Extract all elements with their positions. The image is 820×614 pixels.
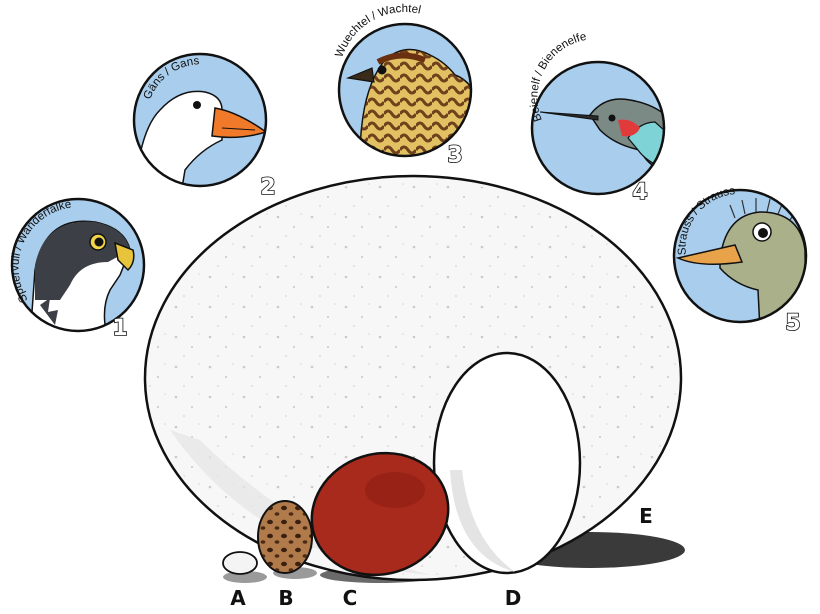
egg-label-c: C bbox=[342, 586, 358, 610]
bird-number-3: 3 bbox=[447, 143, 464, 168]
egg-b-spots bbox=[259, 502, 311, 572]
bird-number-5: 5 bbox=[785, 311, 802, 336]
bird-portrait-2-goose bbox=[132, 52, 268, 188]
bird-number-2: 2 bbox=[260, 175, 277, 200]
egg-c-mottling bbox=[365, 472, 425, 508]
egg-a-hummingbird bbox=[222, 551, 258, 575]
bird-number-1: 1 bbox=[112, 316, 129, 341]
bird-portrait-1-falcon bbox=[10, 197, 146, 333]
egg-label-e: E bbox=[639, 504, 653, 528]
bird-portrait-3-quail bbox=[337, 22, 473, 158]
bird-portrait-4-hummingbird bbox=[530, 60, 666, 196]
egg-label-a: A bbox=[230, 586, 246, 610]
egg-label-b: B bbox=[278, 586, 294, 610]
egg-d-goose bbox=[432, 351, 582, 575]
bird-portrait-5-ostrich bbox=[672, 188, 808, 324]
egg-d-shading bbox=[450, 470, 515, 572]
egg-label-d: D bbox=[504, 586, 522, 610]
egg-e-shading bbox=[170, 430, 430, 575]
bird-number-4: 4 bbox=[632, 180, 649, 205]
